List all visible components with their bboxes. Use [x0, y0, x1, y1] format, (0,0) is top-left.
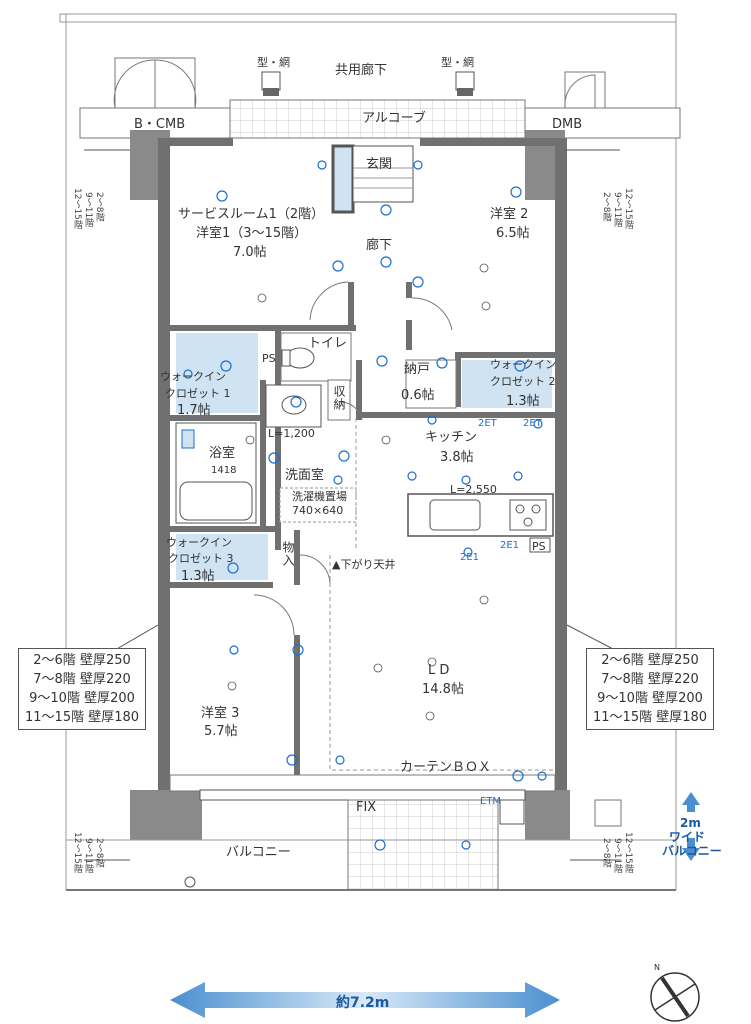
- symbol-2et-2: 2ET: [523, 418, 542, 429]
- wall-row-right: 7〜8階 壁厚220: [601, 672, 699, 687]
- western1-label: 洋室1（3〜15階）: [196, 226, 308, 241]
- floor-mark-tr-c: 2〜8階: [601, 192, 611, 222]
- fix-label: FIX: [356, 800, 377, 815]
- washer-line2: 740×640: [292, 504, 344, 517]
- washroom-length: L=1,200: [268, 427, 315, 440]
- ps2-label: PS: [532, 540, 546, 553]
- symbol-2et-1: 2ET: [478, 418, 497, 429]
- western1-size: 7.0帖: [233, 245, 267, 260]
- floor-mark-bl-b: 9〜11階: [83, 838, 93, 874]
- floor-mark-tr-b: 9〜11階: [612, 192, 622, 228]
- washroom-label: 洗面室: [285, 468, 325, 483]
- floor-mark-tl-a: 12〜15階: [72, 188, 82, 229]
- width-dimension: 約7.2m: [336, 995, 390, 1011]
- bcmb-label: B・CMB: [134, 117, 186, 132]
- nando-size: 0.6帖: [401, 388, 435, 403]
- wic3-line1: ウォークイン: [166, 536, 232, 549]
- washer-line1: 洗濯機置場: [292, 490, 347, 503]
- kitchen-length: L=2,550: [450, 483, 497, 496]
- wic1-line2: クロゼット 1: [165, 387, 231, 400]
- wic2-line2: クロゼット 2: [490, 375, 556, 388]
- service-room-label: サービスルーム1（2階）: [178, 207, 325, 222]
- symbol-2e1-2: 2E1: [460, 552, 480, 563]
- monoire-label: 物入: [281, 541, 295, 567]
- toilet-label: トイレ: [308, 336, 348, 351]
- balcony-word: バルコニー: [662, 844, 722, 858]
- ps-label: PS: [262, 352, 276, 365]
- width-arrow: [170, 982, 560, 1018]
- wic2-size: 1.3帖: [506, 394, 540, 409]
- wic1-line1: ウォークイン: [160, 370, 226, 383]
- wall-row-left: 7〜8階 壁厚220: [33, 672, 131, 687]
- symbol-etm: ETM: [480, 796, 502, 807]
- kitchen-label: キッチン: [425, 430, 478, 445]
- wall-row-left: 9〜10階 壁厚200: [29, 691, 135, 706]
- entrance-label: 玄関: [366, 157, 393, 172]
- bath-label: 浴室: [209, 446, 236, 461]
- corridor-label: 共用廊下: [335, 63, 388, 78]
- svg-text:N: N: [654, 963, 660, 972]
- wall-thickness-table-right: 2〜6階 壁厚250 7〜8階 壁厚220 9〜10階 壁厚200 11〜15階…: [586, 648, 715, 730]
- storage-label: 収納: [332, 385, 346, 411]
- bath-size: 1418: [211, 465, 237, 476]
- ld-size: 14.8帖: [422, 682, 464, 697]
- wic1-size: 1.7帖: [177, 403, 211, 418]
- balcony-label: バルコニー: [226, 845, 291, 860]
- alcove-label: アルコーブ: [362, 111, 426, 126]
- meter-label-1: 型・網: [257, 56, 290, 69]
- floor-mark-tl-c: 2〜8階: [94, 192, 104, 222]
- floor-mark-tr-a: 12〜15階: [623, 188, 633, 229]
- floor-mark-br-c: 2〜8階: [601, 838, 611, 868]
- meter-label-2: 型・網: [441, 56, 474, 69]
- dmb-label: DMB: [552, 117, 583, 132]
- wic3-line2: クロゼット 3: [168, 552, 234, 565]
- compass-icon: N: [650, 963, 700, 1022]
- floor-mark-bl-a: 12〜15階: [72, 832, 82, 873]
- floor-mark-tl-b: 9〜11階: [83, 192, 93, 228]
- floor-mark-br-b: 9〜11階: [612, 838, 622, 874]
- wall-row-right: 2〜6階 壁厚250: [601, 653, 699, 668]
- wall-row-right: 11〜15階 壁厚180: [593, 710, 708, 725]
- balcony-wide: ワイド: [669, 830, 706, 844]
- hallway-label: 廊下: [366, 238, 393, 253]
- ld-label: L D: [428, 663, 450, 678]
- floor-mark-bl-c: 2〜8階: [94, 838, 104, 868]
- western3-size: 5.7帖: [204, 724, 238, 739]
- kitchen-size: 3.8帖: [440, 450, 474, 465]
- floor-mark-br-a: 12〜15階: [623, 832, 633, 873]
- lowered-ceiling-label: ▲下がり天井: [332, 558, 396, 571]
- western2-size: 6.5帖: [496, 226, 530, 241]
- outlet-symbols: [183, 160, 547, 851]
- balcony-2m: 2m: [680, 816, 701, 830]
- western2-label: 洋室 2: [490, 207, 529, 222]
- wall-row-left: 2〜6階 壁厚250: [33, 653, 131, 668]
- balcony-arrow: [682, 792, 700, 812]
- wall-row-left: 11〜15階 壁厚180: [25, 710, 140, 725]
- wall-row-right: 9〜10階 壁厚200: [597, 691, 703, 706]
- nando-label: 納戸: [404, 362, 431, 377]
- western3-label: 洋室 3: [201, 706, 240, 721]
- symbol-2e1-1: 2E1: [500, 540, 520, 551]
- light-symbols: [227, 263, 491, 721]
- wic2-line1: ウォークイン: [490, 358, 556, 371]
- wall-thickness-table-left: 2〜6階 壁厚250 7〜8階 壁厚220 9〜10階 壁厚200 11〜15階…: [18, 648, 147, 730]
- wic3-size: 1.3帖: [181, 569, 215, 584]
- curtain-box-label: カーテンＢＯＸ: [400, 760, 492, 775]
